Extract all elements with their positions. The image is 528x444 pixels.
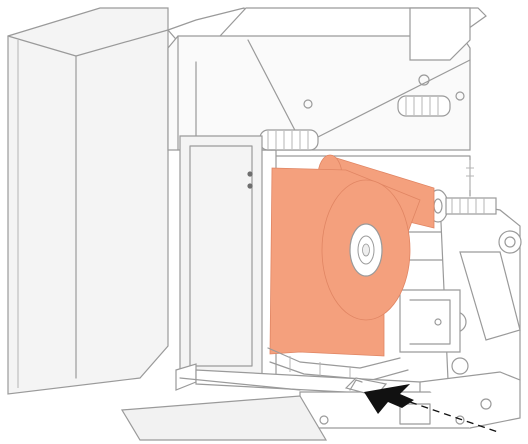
media-roll [269, 154, 435, 357]
direction-guide-line [409, 401, 499, 433]
hinge-spring-left [259, 129, 319, 151]
printer-side-panel [7, 7, 169, 395]
arrow-icon [364, 384, 414, 414]
printer-front-door [179, 135, 277, 381]
print-mechanism [275, 155, 522, 397]
media-sheet [120, 395, 328, 441]
roll-core-hole [362, 243, 370, 257]
hinge-spring-right [397, 95, 451, 117]
printer-top-cover [166, 7, 487, 151]
